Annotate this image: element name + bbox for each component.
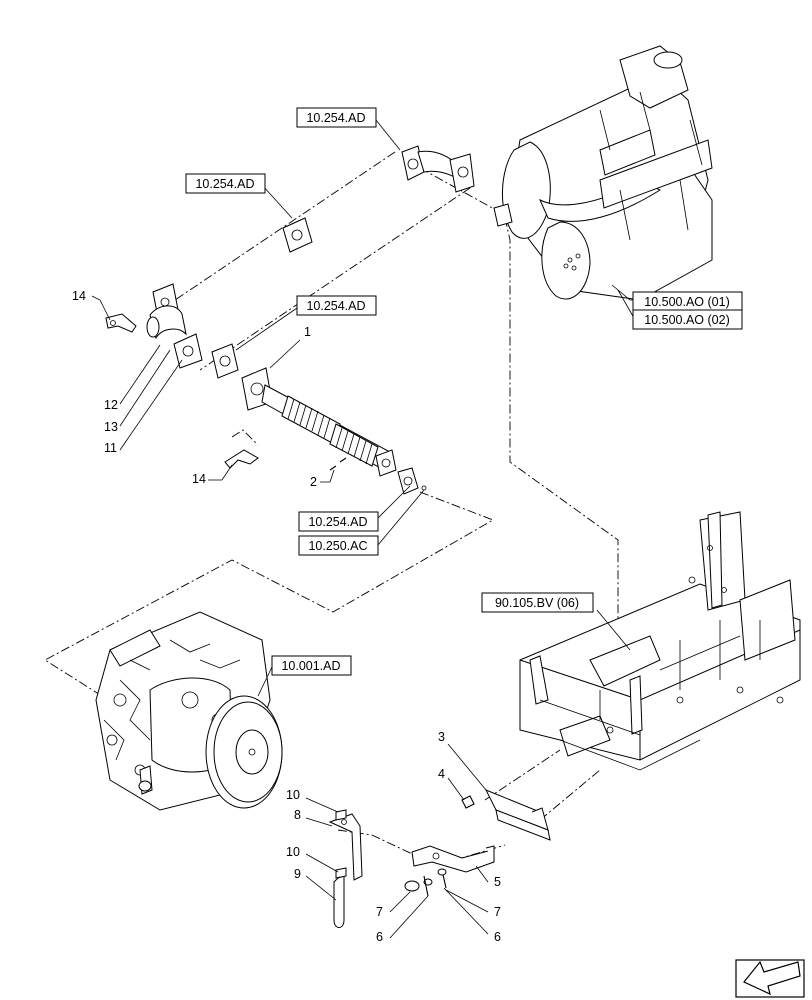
callout-14-bottom: 14: [192, 472, 206, 486]
gasket-upper: [282, 217, 313, 253]
gasket-lower: [397, 467, 427, 495]
callout-numbers: 1 2 3 4 5 6 6 7 7 8 9 10 10 11 12 13 14 …: [72, 289, 501, 944]
callout-8: 8: [294, 808, 301, 822]
callout-7-left: 7: [376, 905, 383, 919]
callout-14-top: 14: [72, 289, 86, 303]
ref-box-9[interactable]: 10.001.AD: [271, 655, 352, 676]
ref-box-6-label: 10.254.AD: [308, 515, 367, 529]
bracket-part-5: [411, 845, 495, 873]
chassis-frame: [519, 511, 801, 771]
assembly-lines: [44, 151, 619, 861]
engine-assembly: [95, 611, 283, 811]
ref-box-3[interactable]: 10.254.AD: [296, 295, 377, 316]
view-direction-arrow-icon: [735, 959, 805, 998]
clamp-lower: [224, 449, 259, 469]
nuts-part-10: [335, 809, 347, 879]
bolt-part-4: [461, 795, 475, 809]
bracket-part-8: [328, 813, 363, 881]
callout-3: 3: [438, 730, 445, 744]
ref-box-1-label: 10.254.AD: [306, 111, 365, 125]
callout-12: 12: [104, 398, 118, 412]
ref-box-7[interactable]: 10.250.AC: [298, 535, 379, 556]
callout-1: 1: [304, 325, 311, 339]
callout-4: 4: [438, 767, 445, 781]
callout-13: 13: [104, 420, 118, 434]
callout-9: 9: [294, 867, 301, 881]
ref-box-6[interactable]: 10.254.AD: [298, 511, 379, 532]
callout-10-bottom: 10: [286, 845, 300, 859]
exhaust-aftertreatment-unit: [493, 45, 713, 301]
callout-2: 2: [310, 475, 317, 489]
ref-box-5-label: 10.500.AO (02): [644, 313, 729, 327]
callout-10-top: 10: [286, 788, 300, 802]
leader-lines: [91, 119, 635, 939]
callout-7-right: 7: [494, 905, 501, 919]
washers-bolts-6-7: [404, 868, 447, 897]
callout-11: 11: [104, 441, 117, 455]
exhaust-bend-pipe: [146, 283, 203, 369]
ref-box-4[interactable]: 10.500.AO (01): [632, 291, 743, 312]
flexible-exhaust-pipe: [241, 367, 397, 477]
bracket-part-3: [484, 789, 551, 841]
callout-6-left: 6: [376, 930, 383, 944]
ref-box-5[interactable]: 10.500.AO (02): [632, 309, 743, 330]
ref-box-2[interactable]: 10.254.AD: [185, 173, 266, 194]
ref-box-7-label: 10.250.AC: [308, 539, 367, 553]
ref-box-4-label: 10.500.AO (01): [644, 295, 729, 309]
ref-box-2-label: 10.254.AD: [195, 177, 254, 191]
callout-6-right: 6: [494, 930, 501, 944]
exhaust-elbow-pipe: [401, 145, 475, 193]
callout-5: 5: [494, 875, 501, 889]
gasket-middle: [211, 343, 239, 379]
ref-box-8[interactable]: 90.105.BV (06): [481, 592, 594, 613]
ref-box-8-label: 90.105.BV (06): [495, 596, 579, 610]
u-bolt-part-9: [333, 875, 345, 928]
bolts-part-2: [329, 457, 347, 471]
ref-box-3-label: 10.254.AD: [306, 299, 365, 313]
clamp-upper: [105, 313, 137, 333]
ref-box-1[interactable]: 10.254.AD: [296, 107, 377, 128]
ref-box-9-label: 10.001.AD: [281, 659, 340, 673]
